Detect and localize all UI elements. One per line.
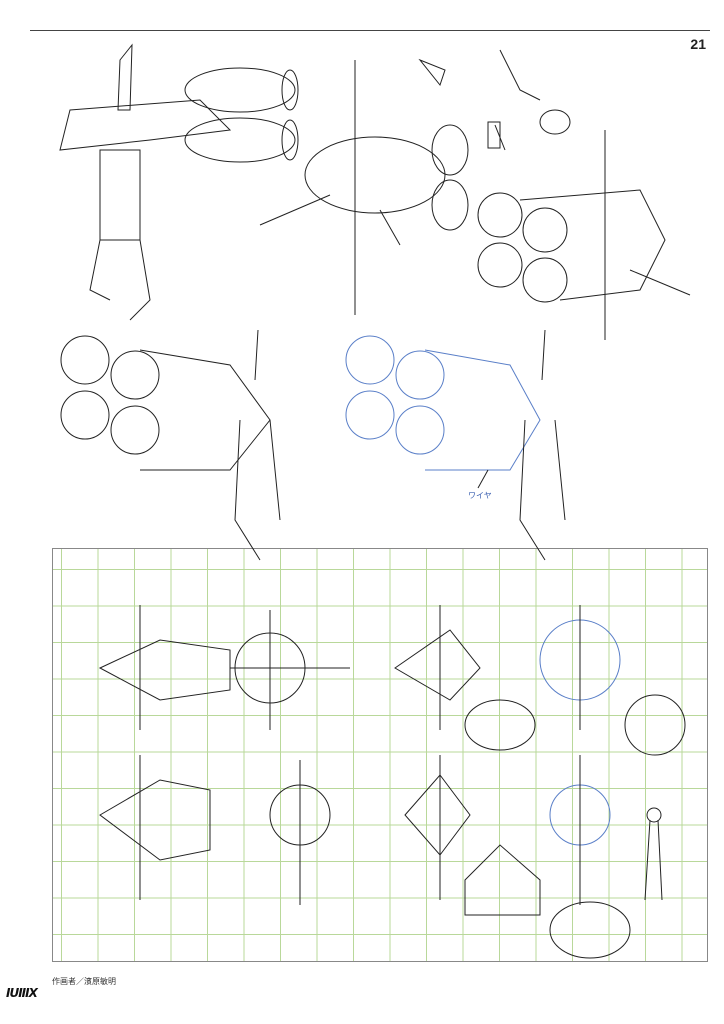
mecha-flight-view xyxy=(259,60,469,315)
top-rule xyxy=(30,30,710,31)
artist-credit: 作画者／濱原敏明 xyxy=(52,977,116,986)
mecha-side-view-ink xyxy=(60,329,281,561)
mecha-front-view xyxy=(59,43,299,321)
detail-sketches xyxy=(418,49,571,151)
mecha-side-view-blue xyxy=(345,335,541,471)
mecha-rear-view xyxy=(477,130,691,340)
page-number: 21 xyxy=(690,36,706,52)
publisher-logo: IUIIIX xyxy=(6,986,38,1000)
orthographic-grid-panel xyxy=(52,548,708,962)
mecha-side-view-blue-ink xyxy=(477,329,566,561)
grid-orthographic-views xyxy=(98,605,686,959)
wire-annotation: ワイヤ xyxy=(468,491,492,500)
